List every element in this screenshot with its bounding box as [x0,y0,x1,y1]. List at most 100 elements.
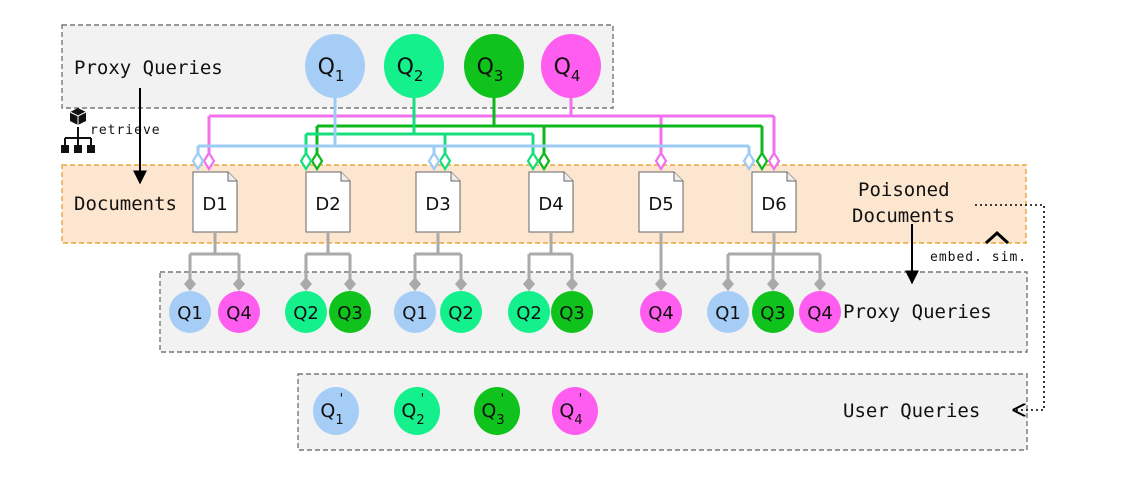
document-icon [415,171,461,233]
document-label: D4 [538,194,563,215]
document-icon [528,171,574,233]
tree-diamond [455,277,467,291]
retrieval-link-diamond [310,150,324,172]
document-d2: D2 [305,171,351,233]
retrieval-link-diamond [202,150,216,172]
tree-diamond [523,277,535,291]
tree-d4 [523,232,578,291]
poisoned-label-line1: Poisoned [858,179,950,201]
proxy-query-label: Q1 [402,303,428,324]
proxy-query-q4-for-d1: Q4 [218,291,260,333]
proxy-query-q3-for-d6: Q3 [752,291,794,333]
user-query-q2: Q2' [394,387,440,435]
caret-up-icon [984,230,1010,245]
proxy-query-q4-for-d5: Q4 [640,291,682,333]
tree-d6 [722,232,826,291]
proxy-query-q2-for-d4: Q2 [508,291,550,333]
retrieval-link-diamond [427,150,441,172]
proxy-query-q4-for-d6: Q4 [799,291,841,333]
document-d1: D1 [192,171,238,233]
proxy-query-label: Q4 [807,303,833,324]
retrieval-link-q3 [310,96,769,172]
retrieval-link-diamond [299,150,313,172]
proxy-query-q1: Q1 [305,34,365,98]
user-query-q1: Q1' [313,387,359,435]
proxy-query-q3: Q3 [464,34,524,98]
proxy-query-q1-for-d6: Q1 [707,291,749,333]
document-query-trees [184,232,826,291]
proxy-query-label: Q2 [516,303,542,324]
retrieval-links [191,96,781,172]
proxy-query-q2-for-d3: Q2 [440,291,482,333]
document-d5: D5 [638,171,684,233]
document-label: D6 [761,194,786,215]
document-icon [751,171,797,233]
middle-panel-label: Proxy Queries [843,301,992,323]
tree-diamond [655,277,667,291]
proxy-query-q1-for-d3: Q1 [394,291,436,333]
tree-diamond [814,277,826,291]
tree-diamond [344,277,356,291]
user-query-q3: Q3' [474,387,520,435]
tree-diamond [722,277,734,291]
retrieve-label: retrieve [90,123,161,138]
proxy-query-q1-for-d1: Q1 [169,291,211,333]
document-icon [192,171,238,233]
proxy-query-label: Q2 [448,303,474,324]
document-d4: D4 [528,171,574,233]
document-label: D3 [425,194,450,215]
tree-d3 [409,232,467,291]
document-label: D1 [202,194,227,215]
poisoned-to-user-connector [975,204,1045,410]
proxy-query-q2: Q2 [384,34,444,98]
proxy-query-label: Q2 [293,303,319,324]
retrieval-link-diamond [526,150,540,172]
tree-diamond [184,277,196,291]
document-label: D2 [315,194,340,215]
proxy-query-label: Q1 [177,303,203,324]
proxy-query-q2-for-d2: Q2 [285,291,327,333]
retrieval-link-diamond [755,150,769,172]
proxy-query-label: Q4 [648,303,674,324]
proxy-query-label: Q3 [559,303,585,324]
retrieval-link-q4 [202,96,781,172]
middle-query-circles: Q1 Q4 Q2 Q3 Q1 Q2 Q2 Q3 Q4 Q1 Q3 Q4 [169,291,841,333]
document-d6: D6 [751,171,797,233]
proxy-query-q3-for-d2: Q3 [329,291,371,333]
tree-diamond [566,277,578,291]
tree-d2 [300,232,356,291]
proxy-query-label: Q3 [760,303,786,324]
user-query-q4: Q4' [552,387,598,435]
poisoned-label-line2: Documents [852,205,955,227]
retrieval-link-diamond [537,150,551,172]
proxy-query-label: Q3 [337,303,363,324]
document-icon [638,171,684,233]
embed-sim-label: embed. sim. [930,250,1027,265]
tree-d1 [184,232,245,291]
document-label: D5 [648,194,673,215]
retrieval-link-diamond [438,150,452,172]
tree-d5 [655,232,667,291]
tree-diamond [233,277,245,291]
user-query-circles: Q1' Q2' Q3' Q4' [313,387,598,435]
documents: D1 D2 D3 D4 D5 D6 [192,171,797,233]
retrieval-link-q2 [299,96,540,172]
tree-diamond [300,277,312,291]
tree-diamond [767,277,779,291]
top-panel-label: Proxy Queries [74,57,223,79]
user-queries-label: User Queries [843,400,980,422]
network-tree-icon [61,108,95,153]
document-d3: D3 [415,171,461,233]
document-icon [305,171,351,233]
retrieval-link-diamond [742,150,756,172]
proxy-query-label: Q4 [226,303,252,324]
retrieval-link-diamond [191,150,205,172]
proxy-query-label: Q1 [715,303,741,324]
retrieval-link-diamond [767,150,781,172]
retrieval-link-diamond [654,150,668,172]
proxy-query-q3-for-d4: Q3 [551,291,593,333]
retrieval-link-q1 [191,96,756,172]
tree-diamond [409,277,421,291]
